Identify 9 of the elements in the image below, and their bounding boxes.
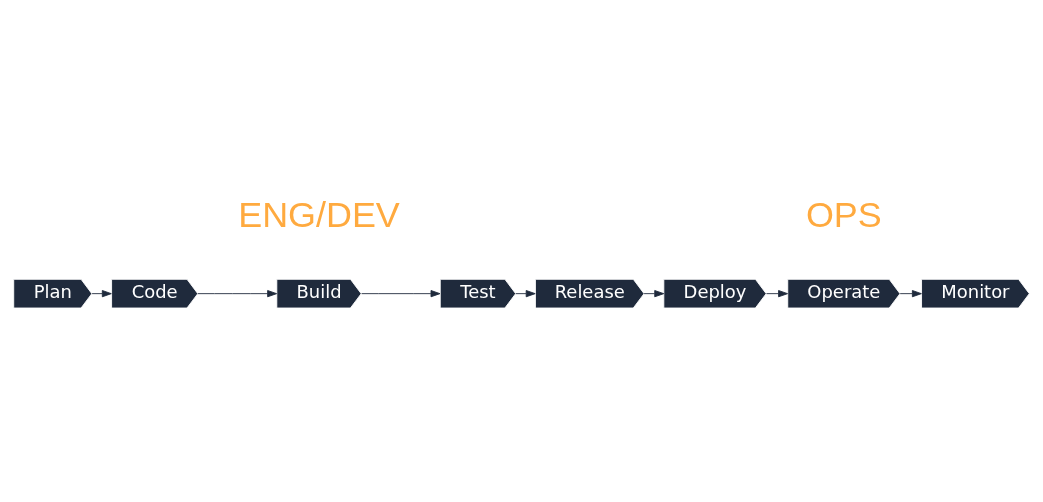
label: ENG/DEV — [238, 194, 400, 236]
arrow — [515, 290, 536, 298]
arrow — [361, 290, 441, 298]
arrow — [643, 290, 665, 298]
arrow — [899, 290, 922, 298]
label: OPS — [805, 194, 882, 236]
arrow — [766, 290, 788, 298]
arrow — [197, 290, 278, 298]
arrow — [91, 290, 112, 298]
